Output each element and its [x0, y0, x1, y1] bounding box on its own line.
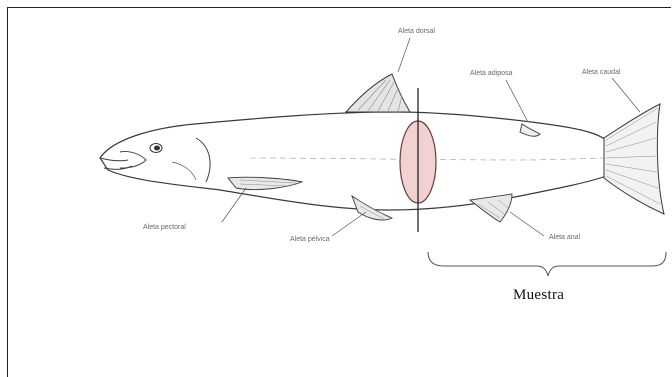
label-dorsal-fin: Aleta dorsal — [398, 28, 435, 35]
sample-bracket — [428, 252, 666, 276]
caudal-fin — [604, 104, 664, 214]
label-adipose-fin: Aleta adiposa — [470, 70, 512, 77]
label-pelvic-fin: Aleta pélvica — [290, 236, 330, 243]
label-anal-fin: Aleta anal — [549, 234, 580, 241]
label-pectoral-fin: Aleta pectoral — [143, 224, 186, 231]
fish-body-outline — [100, 112, 606, 210]
label-caudal-fin: Aleta caudal — [582, 69, 621, 76]
fish-diagram — [0, 0, 672, 366]
fish-pupil — [154, 146, 160, 151]
dorsal-fin — [346, 74, 410, 112]
sample-label: Muestra — [513, 287, 564, 304]
